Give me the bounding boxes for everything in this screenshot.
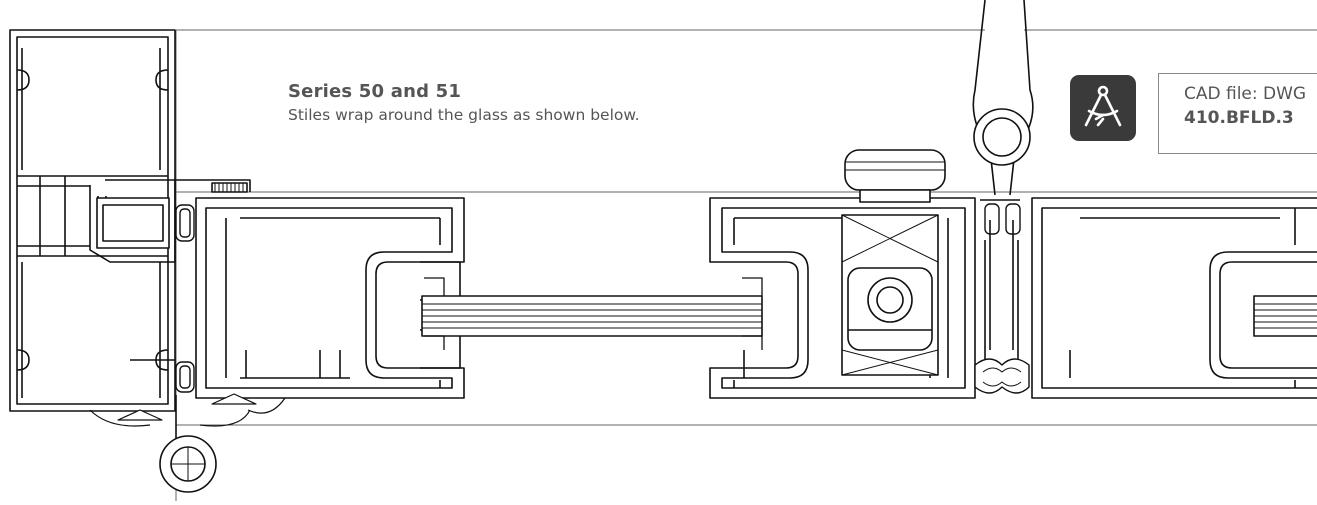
cad-file-box[interactable] [1158, 73, 1317, 154]
glass-pane [421, 277, 763, 350]
pivot-arm-center [972, 0, 1034, 360]
series-subtitle: Stiles wrap around the glass as shown be… [288, 106, 640, 124]
drafting-compass-icon[interactable] [1070, 75, 1136, 141]
lock-cylinder [841, 149, 946, 376]
panel-outline [175, 29, 1317, 501]
frame-jamb [9, 29, 176, 412]
compass-glyph [1084, 85, 1122, 127]
series-title: Series 50 and 51 [288, 81, 462, 102]
cad-file-code[interactable]: 410.BFLD.3 [1184, 108, 1294, 128]
door-stile-left [195, 197, 465, 399]
door-stile-far-right [1031, 197, 1317, 399]
cad-file-label[interactable]: CAD file: DWG [1184, 84, 1307, 104]
weather-seal-left [175, 204, 195, 393]
meeting-seal [974, 203, 1030, 394]
bottom-pivot [89, 393, 286, 493]
frame-stop [89, 179, 251, 263]
